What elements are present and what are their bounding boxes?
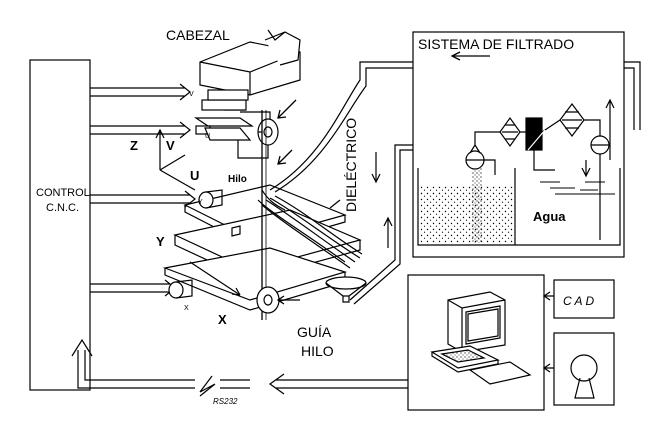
dielectric-label: DIELÉCTRICO [343,118,359,212]
cad-box [553,279,615,319]
cad-label: C A D [563,294,594,308]
control-output-arrows [90,83,196,297]
axis-u-label: U [190,168,199,183]
guide-wire-label: HILO [301,343,334,359]
axis-v-small-label: V [189,91,194,98]
water-label: Agua [533,209,566,224]
axis-y-small-label: Y [198,199,203,206]
funnel-icon [325,144,446,305]
cabezal-head [194,29,301,159]
rs232-link [71,338,408,397]
cabezal-label: CABEZAL [166,27,230,43]
guide-label: GUÍA [297,324,332,340]
axis-y-label: Y [156,234,165,249]
wire-label: Hilo [228,174,247,185]
worktable [162,184,362,311]
lower-pulley-icon [256,286,280,314]
cnc-label: C.N.C. [46,202,79,214]
wire-path [257,61,641,320]
control-cnc-box [29,59,91,391]
upper-pulley-icon [257,118,279,146]
flow-arrow [450,51,490,61]
axis-u-small-label: U [205,133,210,140]
axis-x-small-label: X [184,305,189,312]
rs232-label: RS232 [213,397,238,406]
axis-x-label: X [218,312,227,327]
scanner-box [553,332,615,406]
axis-v-label: V [166,138,175,153]
filter-icon [474,103,601,175]
motor-icons [168,189,223,299]
axis-z-label: Z [130,138,138,153]
tanks [417,150,621,246]
computer-icon [430,291,532,385]
filter-system-label: SISTEMA DE FILTRADO [418,36,574,52]
control-label: CONTROL [36,187,90,199]
scanner-icon [570,354,598,399]
axis-triad [155,128,196,191]
